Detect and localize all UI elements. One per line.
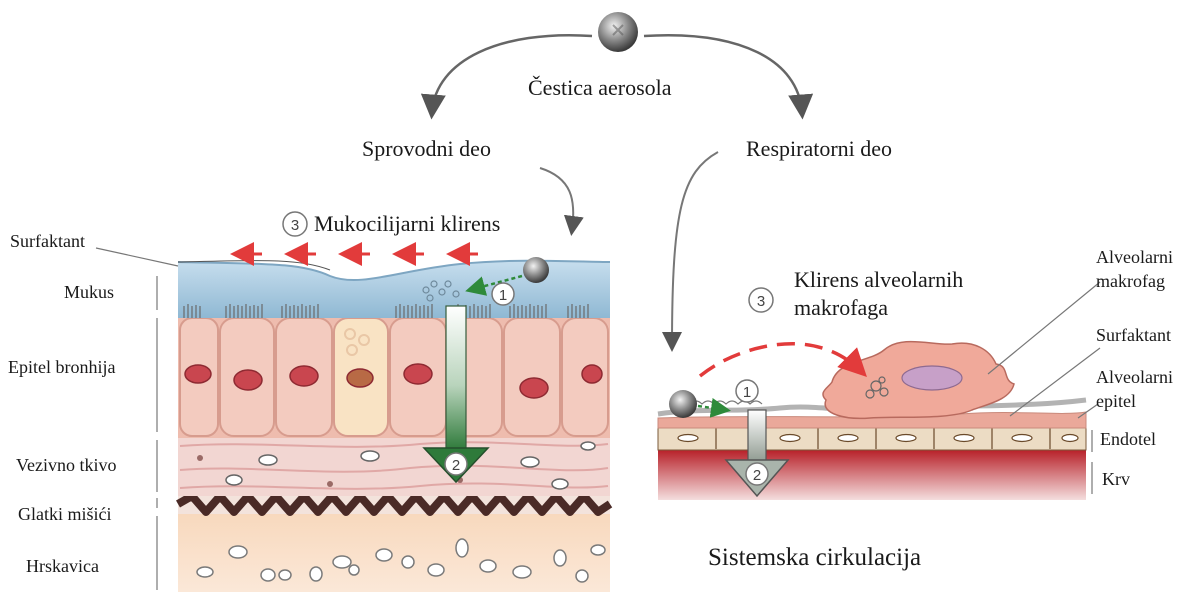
step-2-right: 2: [753, 467, 761, 484]
arrow-to-conducting: [540, 168, 573, 230]
alveolus-illustration: [658, 342, 1086, 500]
step-2-left: 2: [452, 457, 460, 474]
step-3-right: 3: [757, 293, 765, 310]
bronchial-epithelium-label: Epitel bronhija: [8, 358, 115, 378]
respiratory-zone-label: Respiratorni deo: [746, 137, 892, 161]
systemic-circulation-label: Sistemska cirkulacija: [708, 544, 921, 572]
alveolar-epithelium-label-2: epitel: [1096, 392, 1136, 412]
macrophage-clearance-label-2: makrofaga: [794, 296, 888, 320]
mucus-label: Mukus: [64, 283, 114, 303]
step-3-left: 3: [291, 217, 299, 234]
smooth-muscle-label: Glatki mišići: [18, 505, 112, 525]
bronchial-wall-illustration: [178, 260, 610, 592]
step-1-right: 1: [743, 384, 751, 401]
curve-arrow-left: [432, 35, 592, 112]
blood-label: Krv: [1102, 470, 1130, 490]
alveolar-epithelium-label-1: Alveolarni: [1096, 368, 1173, 388]
alveolar-macrophage-label-2: makrofag: [1096, 272, 1165, 292]
aerosol-particle-icon: [598, 12, 638, 52]
arrow-to-respiratory: [672, 152, 718, 346]
deposited-particle-left-icon: [523, 257, 549, 283]
deposited-particle-right-icon: [669, 390, 697, 418]
aerosol-particle-label: Čestica aerosola: [528, 76, 672, 100]
mucociliary-clearance-label: Mukocilijarni klirens: [314, 212, 500, 236]
cartilage-label: Hrskavica: [26, 557, 99, 577]
macrophage-clearance-label-1: Klirens alveolarnih: [794, 268, 963, 292]
conducting-zone-label: Sprovodni deo: [362, 137, 491, 161]
step-1-left: 1: [499, 287, 507, 304]
surfactant-label-right: Surfaktant: [1096, 326, 1171, 346]
alveolar-macrophage-label-1: Alveolarni: [1096, 248, 1173, 268]
curve-arrow-right: [644, 35, 802, 112]
surfactant-label-left: Surfaktant: [10, 232, 85, 252]
connective-tissue-label: Vezivno tkivo: [16, 456, 117, 476]
endothelium-label: Endotel: [1100, 430, 1156, 450]
